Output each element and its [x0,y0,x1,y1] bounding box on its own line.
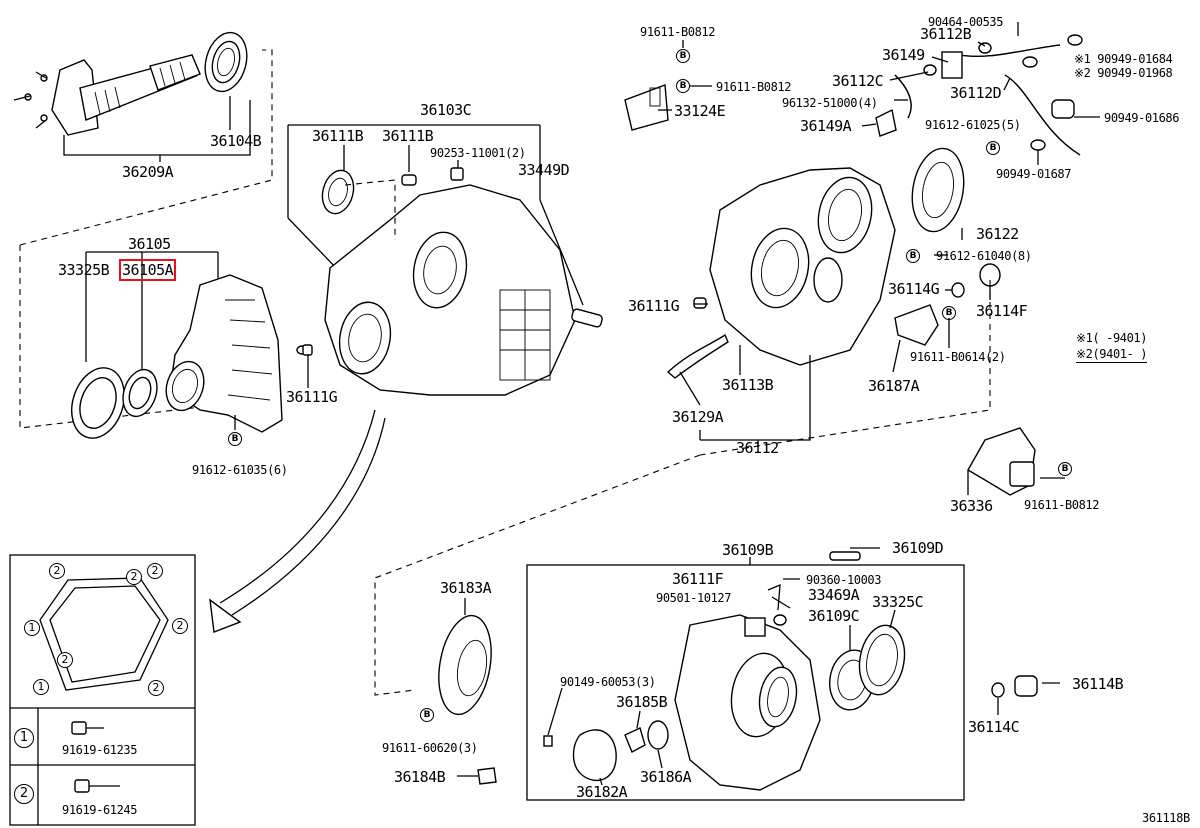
part-label-91611-B0812-mid[interactable]: 91611-B0812 [716,80,792,94]
note-1-mark: ※1 [1076,331,1093,345]
bolt-position-mark: 2 [49,563,65,579]
part-label-91612-61025[interactable]: 91612-61025(5) [925,118,1021,132]
part-label-36105A[interactable]: 36105A [118,259,177,281]
bolt-marker: B [676,49,690,63]
part-label-90501-10127[interactable]: 90501-10127 [656,591,732,605]
part-label-91611-B0614[interactable]: 91611-B0614(2) [910,350,1006,364]
part-label-36114C[interactable]: 36114C [968,718,1020,736]
part-label-36112[interactable]: 36112 [736,439,779,457]
bolt-position-mark: 2 [147,563,163,579]
part-label-36112B[interactable]: 36112B [920,25,972,43]
legend-part-91619-61235[interactable]: 91619-61235 [62,743,138,757]
legend-part-91619-61245[interactable]: 91619-61245 [62,803,138,817]
part-label-36103C[interactable]: 36103C [420,101,472,119]
bracket-36336-drawing [967,427,1036,496]
part-label-36104B[interactable]: 36104B [210,132,262,150]
bolt-marker: B [1058,462,1072,476]
part-label-90949-01968[interactable]: ※2 90949-01968 [1074,66,1173,80]
part-label-36111B-a[interactable]: 36111B [312,127,364,145]
part-label-36109B[interactable]: 36109B [722,541,774,559]
extension-housing-drawing [674,551,1038,791]
part-label-36111B-b[interactable]: 36111B [382,127,434,145]
bolt-marker: B [228,432,242,446]
part-label-36114B[interactable]: 36114B [1072,675,1124,693]
bolt-position-mark: 2 [57,652,73,668]
bolt-position-mark: 1 [33,679,49,695]
part-label-90360-10003[interactable]: 90360-10003 [806,573,882,587]
bolt-icons [71,721,120,793]
part-label-36109C[interactable]: 36109C [808,607,860,625]
note-2: ※2(9401- ) [1076,346,1147,363]
front-case-drawing [666,147,1001,379]
part-label-90949-01684[interactable]: ※1 90949-01684 [1074,52,1173,66]
note-1-range: ( -9401) [1092,331,1148,345]
part-label-36109D[interactable]: 36109D [892,539,944,557]
part-label-36112D[interactable]: 36112D [950,84,1002,102]
part-label-33124E[interactable]: 33124E [674,102,726,120]
bolt-position-mark: 2 [126,569,142,585]
part-label-36336[interactable]: 36336 [950,497,993,515]
part-label-36122[interactable]: 36122 [976,225,1019,243]
part-label-36113B[interactable]: 36113B [722,376,774,394]
bolt-marker: B [906,249,920,263]
oil-pump-cover-drawing [438,614,669,785]
part-label-36105[interactable]: 36105 [128,235,171,253]
part-label-36184B[interactable]: 36184B [394,768,446,786]
part-label-90253-11001[interactable]: 90253-11001(2) [430,146,526,160]
bracket-33124E-drawing [624,84,669,131]
part-label-33325C[interactable]: 33325C [872,593,924,611]
bolt-position-mark: 2 [148,680,164,696]
center-case-drawing [302,167,603,396]
bolt-marker: B [676,79,690,93]
figure-code: 361118B [1142,811,1190,825]
part-label-36183A[interactable]: 36183A [440,579,492,597]
part-label-36129A[interactable]: 36129A [672,408,724,426]
part-label-91611-B0812-top[interactable]: 91611-B0812 [640,25,716,39]
part-label-96132-51000[interactable]: 96132-51000(4) [782,96,878,110]
note-1: ※1( -9401) [1076,330,1147,346]
part-label-90149-60053[interactable]: 90149-60053(3) [560,675,656,689]
note-2-mark: ※2 [1076,347,1093,361]
bolt-position-mark: 1 [24,620,40,636]
part-label-36114F[interactable]: 36114F [976,302,1028,320]
rear-housing-drawing [71,274,308,439]
bolt-position-mark: 2 [172,618,188,634]
part-label-91611-60620[interactable]: 91611-60620(3) [382,741,478,755]
part-label-36111G-b[interactable]: 36111G [628,297,680,315]
bolt-marker: B [420,708,434,722]
part-label-33449D[interactable]: 33449D [518,161,570,179]
note-2-range: (9401- ) [1092,347,1148,361]
part-label-33469A[interactable]: 33469A [808,586,860,604]
part-label-90464-00535[interactable]: 90464-00535 [928,15,1004,29]
legend-mark-1: 1 [14,728,34,748]
part-label-36182A[interactable]: 36182A [576,783,628,801]
part-label-36114G[interactable]: 36114G [888,280,940,298]
part-label-36112C[interactable]: 36112C [832,72,884,90]
part-label-91612-61040[interactable]: 91612-61040(8) [936,249,1032,263]
part-label-36187A[interactable]: 36187A [868,377,920,395]
part-label-91611-B0812-bot[interactable]: 91611-B0812 [1024,498,1100,512]
part-label-36111F[interactable]: 36111F [672,570,724,588]
part-label-36186A[interactable]: 36186A [640,768,692,786]
part-label-90949-01687[interactable]: 90949-01687 [996,167,1072,181]
legend-mark-2: 2 [14,784,34,804]
part-label-36149[interactable]: 36149 [882,46,925,64]
part-label-36149A[interactable]: 36149A [800,117,852,135]
part-label-90949-01686[interactable]: 90949-01686 [1104,111,1180,125]
part-label-91612-61035[interactable]: 91612-61035(6) [192,463,288,477]
part-label-36209A[interactable]: 36209A [122,163,174,181]
part-label-36111G-a[interactable]: 36111G [286,388,338,406]
part-label-36185B[interactable]: 36185B [616,693,668,711]
bolt-marker: B [942,306,956,320]
part-label-33325B[interactable]: 33325B [58,261,110,279]
output-shaft-drawing [13,31,248,136]
bolt-marker: B [986,141,1000,155]
